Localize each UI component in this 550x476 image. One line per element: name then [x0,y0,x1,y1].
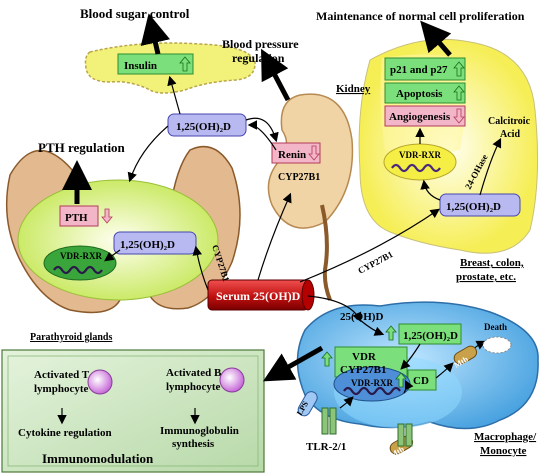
serum-to-kidney-arrow [257,192,292,281]
renin-to-center-arrow [247,120,277,151]
tlr-to-vdr-arrow [339,396,354,409]
macro-hormone-to-vdr-arrow [400,343,421,370]
immuno-big-arrow [262,345,324,382]
breast-tissues-1: Breast, colon, [460,257,524,269]
b-lymphocyte-label-1: Activated B [166,367,222,379]
angiogenesis-label: Angiogenesis [389,111,451,123]
p21-label: p21 and p27 [390,64,448,76]
macro-25-to-hormone-arrow [359,319,385,336]
blood-pressure-heading-1: Blood pressure [222,37,299,51]
macrophage-title-1: Macrophage/ [474,431,537,443]
cd-up-arrow [395,372,407,388]
breast-tissues-2: prostate, etc. [456,271,516,283]
parathyroid-vdr-label: VDR-RXR [60,251,102,261]
renin-down-arrow [308,145,320,161]
t-lymphocyte-icon [87,369,113,395]
calcitroic-label-2: Acid [500,129,520,140]
vdr-to-cd-arrow [403,379,414,394]
pth-hormone-to-vdr-arrow [104,249,121,262]
parathyroid-hormone-box [113,231,197,255]
macrophage-title-2: Monocyte [480,445,527,457]
renin-label: Renin [278,149,306,161]
macro-enzyme-label: CYP27B1 [340,364,386,376]
breast-dna [391,163,441,173]
insulin-label: Insulin [124,60,157,72]
renin-box [271,142,321,164]
serum-to-macrophage-arrow [307,295,362,323]
blood-sugar-big-arrow [140,13,170,55]
serum-to-parathyroid-arrow [192,245,209,291]
cd-label: CD [413,375,429,387]
parathyroid-title: Parathyroid glands [30,332,112,343]
apoptosis-label: Apoptosis [396,88,443,100]
blood-pressure-big-arrow [261,48,291,102]
breast-vdr-label: VDR-RXR [399,150,441,160]
proliferation-big-arrow [420,20,452,57]
parathyroid-hormone-label: 1,25(OH)₂D [120,239,175,251]
tlr-receptor-icon [321,407,413,447]
lps-icon [297,391,318,417]
t-lymphocyte-label-1: Activated T [34,369,90,381]
immuno-panel-inner [7,355,259,467]
center-hormone-box [167,113,247,137]
serum-label: Serum 25(OH)D [216,289,301,303]
center-to-parathyroid-arrow [127,125,169,183]
apoptosis-box [384,82,466,104]
proliferation-heading: Maintenance of normal cell proliferation [316,9,525,23]
death-label: Death [484,322,507,332]
death-icon [482,336,512,354]
calcitroic-label-1: Calcitroic [488,116,531,127]
apoptosis-up-arrow [453,85,465,101]
vdr-up-arrow [321,351,333,367]
mtb-bacterium-icon [453,345,478,365]
macro-hormone-label: 1,25(OH)₂D [403,330,458,342]
b-lymphocyte-icon [219,367,245,393]
blood-pressure-heading-2: regulation [232,51,285,65]
angiogenesis-box [384,105,466,127]
b-lymphocyte-label-2: lymphocyte [166,381,221,393]
macro-dna [343,386,401,396]
kidney-enzyme-label: CYP27B1 [278,172,320,183]
immuno-title: Immunomodulation [42,451,154,466]
breast-hormone-to-vdr-arrow [420,179,441,201]
pth-box [59,205,99,227]
angiogenesis-down-arrow [453,108,465,124]
kidney-ureter [320,204,332,301]
pth-heading: PTH regulation [38,140,126,155]
24ohase-arrow [479,137,502,196]
center-to-renin-arrow [245,117,279,143]
blood-sugar-heading: Blood sugar control [80,6,190,21]
kidney-title: Kidney [336,83,371,95]
macro-hormone-box [398,323,462,345]
t-lymphocyte-label-2: lymphocyte [34,383,89,395]
insulin-up-arrow [179,56,191,72]
ig-label-2: synthesis [172,438,215,450]
p21-box [384,57,466,81]
serum-to-breast-arrow [299,208,440,283]
ig-label-1: Immunoglobulin [160,425,239,437]
breast-hormone-label: 1,25(OH)₂D [446,201,501,213]
macro-vdr-label: VDR-RXR [351,378,393,388]
cytokine-label: Cytokine regulation [18,427,112,439]
p21-up-arrow [453,61,465,77]
vdr-label: VDR [352,351,377,363]
parathyroid-dna [53,265,103,275]
center-hormone-label: 1,25(OH)₂D [176,121,231,133]
pth-label: PTH [65,212,88,224]
macro-substrate-label: 25(OH)D [340,311,383,323]
center-to-insulin-arrow [167,75,181,115]
serum-tube-end [301,279,315,311]
tlr-label: TLR-2/1 [306,441,346,453]
immuno-panel [1,349,265,473]
cd-to-mtb-arrow [435,362,454,379]
breast-enzyme-label: CYP27B1 [356,249,395,276]
pth-down-arrow [101,208,113,224]
macro-hormone-up-arrow [385,325,397,341]
